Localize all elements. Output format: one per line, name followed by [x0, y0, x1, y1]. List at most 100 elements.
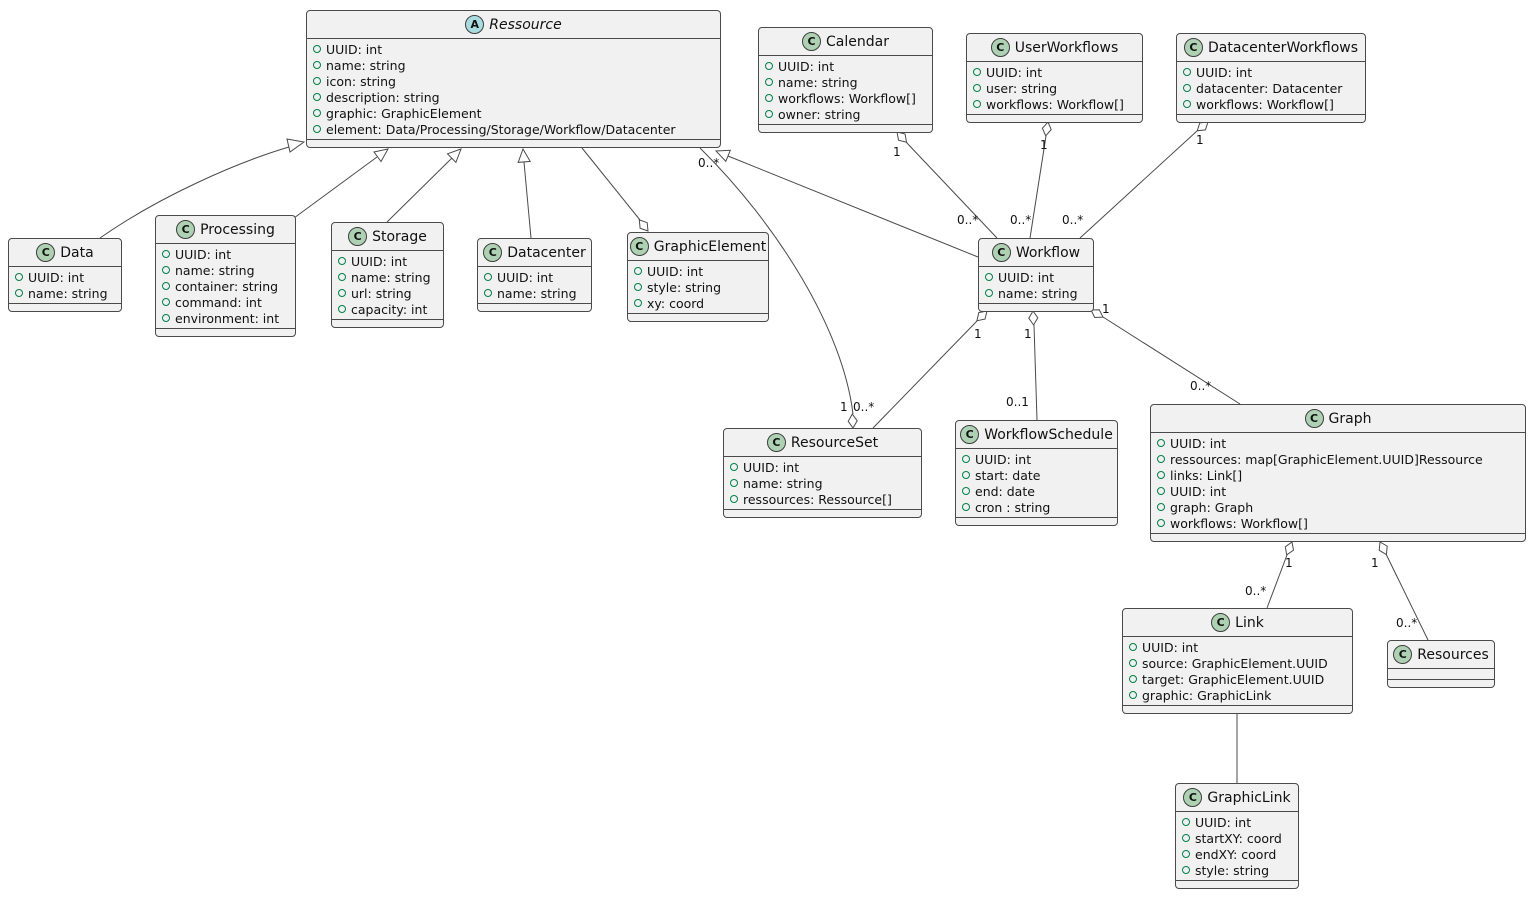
- attribute-text: icon: string: [326, 73, 396, 89]
- class-title: C Processing: [156, 216, 295, 244]
- field-visibility-icon: [1157, 519, 1165, 527]
- attribute-text: start: date: [975, 467, 1041, 483]
- methods-compartment: [628, 314, 768, 321]
- field-visibility-icon: [313, 109, 321, 117]
- attribute-row: UUID: int: [973, 64, 1136, 80]
- class-box-calendar: C Calendar UUID: int name: string workfl…: [758, 27, 933, 133]
- field-visibility-icon: [1182, 850, 1190, 858]
- class-box-data: C Data UUID: int name: string: [8, 238, 122, 312]
- attribute-row: name: string: [162, 262, 289, 278]
- field-visibility-icon: [1157, 439, 1165, 447]
- class-box-resources: C Resources: [1387, 640, 1495, 688]
- multiplicity-label: 0..*: [957, 213, 979, 227]
- aggregation-diamond-workflow-mid: [1028, 310, 1039, 326]
- class-name: DatacenterWorkflows: [1207, 39, 1359, 56]
- multiplicity-label: 1: [1102, 302, 1110, 316]
- attribute-text: workflows: Workflow[]: [986, 96, 1124, 112]
- field-visibility-icon: [765, 62, 773, 70]
- attribute-row: datacenter: Datacenter: [1183, 80, 1359, 96]
- attribute-row: UUID: int: [962, 451, 1111, 467]
- field-visibility-icon: [1182, 834, 1190, 842]
- field-visibility-icon: [1129, 643, 1137, 651]
- attribute-row: UUID: int: [338, 253, 437, 269]
- attributes-compartment: UUID: int startXY: coord endXY: coord st…: [1176, 812, 1298, 881]
- field-visibility-icon: [1183, 84, 1191, 92]
- attribute-text: description: string: [326, 89, 440, 105]
- field-visibility-icon: [962, 455, 970, 463]
- class-name: Storage: [372, 228, 427, 245]
- attribute-row: source: GraphicElement.UUID: [1129, 655, 1346, 671]
- class-name: Graph: [1328, 410, 1372, 427]
- attribute-text: UUID: int: [975, 451, 1032, 467]
- attribute-text: UUID: int: [1170, 435, 1227, 451]
- attributes-compartment: UUID: int name: string: [9, 267, 121, 304]
- attributes-compartment: UUID: int start: date end: date cron : s…: [956, 449, 1117, 518]
- attribute-row: UUID: int: [1157, 435, 1519, 451]
- attribute-row: workflows: Workflow[]: [1157, 515, 1519, 531]
- multiplicity-label: 1: [1285, 556, 1293, 570]
- inheritance-line-processing-ressource: [293, 156, 378, 219]
- attribute-row: element: Data/Processing/Storage/Workflo…: [313, 121, 714, 137]
- aggregation-line-graph-resources: [1385, 553, 1429, 641]
- attribute-row: UUID: int: [1183, 64, 1359, 80]
- class-box-datacenterworkflows: C DatacenterWorkflows UUID: int datacent…: [1176, 33, 1366, 123]
- field-visibility-icon: [162, 298, 170, 306]
- attribute-text: environment: int: [175, 310, 280, 326]
- attribute-row: startXY: coord: [1182, 830, 1292, 846]
- aggregation-diamond-userworkflows: [1041, 121, 1052, 137]
- attribute-text: endXY: coord: [1195, 846, 1277, 862]
- class-icon: C: [176, 220, 196, 239]
- attribute-text: UUID: int: [998, 269, 1055, 285]
- class-box-graph: C Graph UUID: int ressources: map[Graphi…: [1150, 404, 1526, 542]
- attribute-row: graphic: GraphicElement: [313, 105, 714, 121]
- field-visibility-icon: [1129, 691, 1137, 699]
- attribute-row: UUID: int: [313, 41, 714, 57]
- attribute-text: element: Data/Processing/Storage/Workflo…: [326, 121, 676, 137]
- attribute-row: workflows: Workflow[]: [1183, 96, 1359, 112]
- attribute-row: name: string: [765, 74, 926, 90]
- attribute-row: cron : string: [962, 499, 1111, 515]
- attribute-row: graph: Graph: [1157, 499, 1519, 515]
- class-box-userworkflows: C UserWorkflows UUID: int user: string w…: [966, 33, 1143, 123]
- aggregation-line-datacenterworkflows-workflow: [1079, 130, 1198, 239]
- attribute-text: UUID: int: [1142, 639, 1199, 655]
- attributes-compartment: UUID: int source: GraphicElement.UUID ta…: [1123, 637, 1352, 706]
- attribute-text: graph: Graph: [1170, 499, 1254, 515]
- class-box-datacenter: C Datacenter UUID: int name: string: [477, 238, 592, 312]
- inheritance-line-datacenter-ressource: [523, 161, 532, 239]
- field-visibility-icon: [765, 78, 773, 86]
- attribute-row: xy: coord: [634, 295, 762, 311]
- field-visibility-icon: [1182, 866, 1190, 874]
- methods-compartment: [9, 304, 121, 311]
- class-title: C Data: [9, 239, 121, 267]
- attribute-row: target: GraphicElement.UUID: [1129, 671, 1346, 687]
- attribute-row: style: string: [634, 279, 762, 295]
- methods-compartment: [724, 510, 921, 517]
- class-icon: C: [1304, 409, 1324, 428]
- field-visibility-icon: [985, 289, 993, 297]
- field-visibility-icon: [313, 45, 321, 53]
- class-name: Resources: [1417, 646, 1489, 663]
- class-title: C Storage: [332, 223, 443, 251]
- class-name: Calendar: [826, 33, 889, 50]
- class-icon: C: [483, 243, 503, 262]
- field-visibility-icon: [162, 282, 170, 290]
- attributes-compartment: UUID: int name: string: [478, 267, 591, 304]
- multiplicity-label: 1: [893, 145, 901, 159]
- class-icon: C: [1393, 645, 1413, 664]
- class-name: Workflow: [1015, 244, 1081, 261]
- field-visibility-icon: [730, 479, 738, 487]
- attribute-row: ressources: map[GraphicElement.UUID]Ress…: [1157, 451, 1519, 467]
- aggregation-diamond-calendar: [896, 131, 908, 143]
- field-visibility-icon: [730, 495, 738, 503]
- attribute-row: user: string: [973, 80, 1136, 96]
- methods-compartment: [967, 115, 1142, 122]
- class-icon: C: [766, 433, 786, 452]
- aggregation-diamond-graphicelement: [638, 219, 649, 232]
- field-visibility-icon: [985, 273, 993, 281]
- attribute-text: container: string: [175, 278, 279, 294]
- attribute-row: name: string: [338, 269, 437, 285]
- attribute-text: name: string: [998, 285, 1078, 301]
